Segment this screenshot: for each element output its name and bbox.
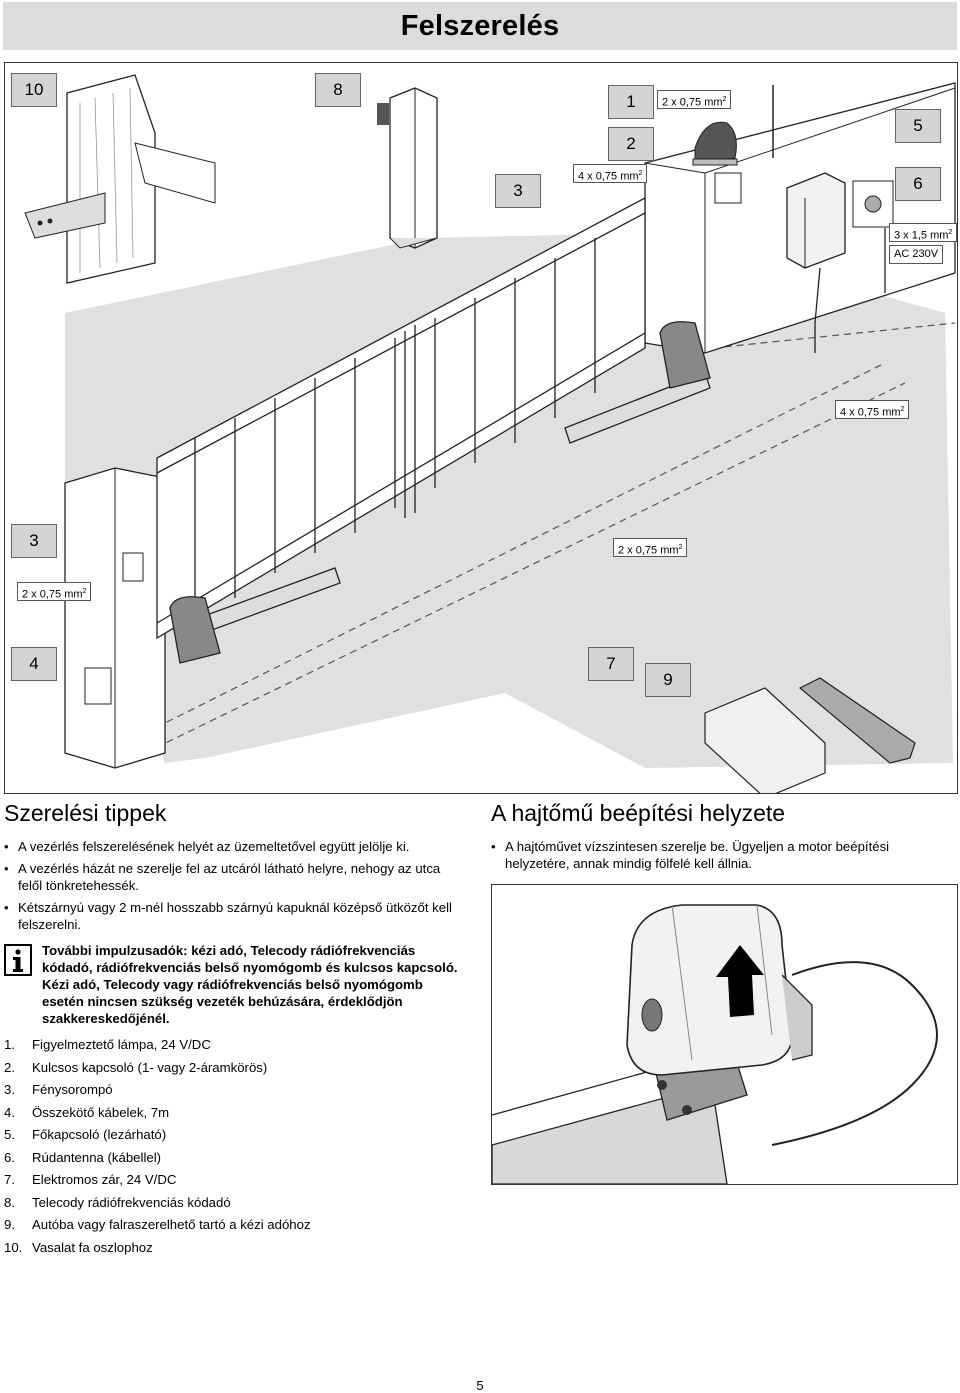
install-title: A hajtőmű beépítési helyzete <box>491 800 786 826</box>
list-item: 6.Rúdantenna (kábellel) <box>4 1149 162 1165</box>
gate-leaf-icon <box>156 196 646 640</box>
ground-area <box>65 233 953 768</box>
gate-drive-icon <box>169 321 711 664</box>
key-switch-icon <box>714 172 742 204</box>
list-item: A hajtóművet vízszintesen szerelje be. Ü… <box>491 838 931 872</box>
left-pillar-icon <box>64 467 166 769</box>
list-item: 9.Autóba vagy falraszerelhető tartó a ké… <box>4 1217 311 1232</box>
info-text: További impulzusadók: kézi adó, Telecody… <box>42 943 458 1026</box>
installation-illustration: 10 8 1 2 3 5 6 3 4 7 9 2 x 0,75 mm2 4 x … <box>4 62 958 794</box>
info-icon <box>4 944 32 976</box>
callout-5: 5 <box>895 109 941 143</box>
up-arrow-icon <box>716 945 764 1017</box>
wire-label-7: 2 x 0,75 mm2 <box>17 582 92 601</box>
control-box-icon <box>786 172 846 269</box>
wire-label-3: 3 x 1,5 mm2 <box>889 223 958 242</box>
tips-title: Szerelési tippek <box>4 800 167 826</box>
legend-list: 1.Figyelmeztető lámpa, 24 V/DC 2.Kulcsos… <box>4 1034 311 1259</box>
gate-drawing <box>24 74 956 793</box>
photocell-icon <box>122 552 144 582</box>
callout-3b: 3 <box>11 524 57 558</box>
list-item: 8.Telecody rádiófrekvenciás kódadó <box>4 1194 231 1210</box>
callout-2: 2 <box>608 127 654 161</box>
list-item: 2.Kulcsos kapcsoló (1- vagy 2-áramkörös) <box>4 1059 268 1075</box>
callout-6: 6 <box>895 167 941 201</box>
tips-list: A vezérlés felszerelésének helyét az üze… <box>4 838 464 938</box>
list-item: A vezérlés házát ne szerelje fel az utcá… <box>4 860 464 894</box>
wire-label-5: 4 x 0,75 mm2 <box>835 400 910 419</box>
remote-holder-icon <box>704 677 916 793</box>
wire-label-4: AC 230V <box>889 245 944 264</box>
callout-4: 4 <box>11 647 57 681</box>
list-item: 5.Főkapcsoló (lezárható) <box>4 1127 167 1142</box>
list-item: A vezérlés felszerelésének helyét az üze… <box>4 838 464 855</box>
cable-path-line <box>144 382 906 754</box>
motor-drawing <box>491 904 938 1185</box>
motor-position-illustration <box>491 884 958 1185</box>
main-switch-icon <box>852 180 894 228</box>
list-item: Kétszárnyú vagy 2 m-nél hosszabb szárnyú… <box>4 899 464 933</box>
callout-8: 8 <box>315 73 361 107</box>
warning-lamp-icon <box>692 121 738 166</box>
install-list: A hajtóművet vízszintesen szerelje be. Ü… <box>491 838 931 877</box>
page-title: Felszerelés <box>400 9 560 42</box>
callout-7: 7 <box>588 647 634 681</box>
wire-label-1: 2 x 0,75 mm2 <box>657 90 732 109</box>
junction-box-icon <box>84 667 112 705</box>
callout-10: 10 <box>11 73 57 107</box>
list-item: 10.Vasalat fa oszlophoz <box>4 1239 153 1255</box>
callout-3: 3 <box>495 174 541 208</box>
callout-1: 1 <box>608 85 654 119</box>
page-number: 5 <box>476 1378 484 1393</box>
page-header: Felszerelés <box>3 2 957 50</box>
list-item: 4.Összekötő kábelek, 7m <box>4 1104 170 1120</box>
callout-9: 9 <box>645 663 691 697</box>
keypad-pillar-icon <box>377 87 438 249</box>
list-item: 7.Elektromos zár, 24 V/DC <box>4 1172 177 1187</box>
wooden-post-icon <box>24 74 216 284</box>
list-item: 1.Figyelmeztető lámpa, 24 V/DC <box>4 1037 211 1052</box>
wire-label-2: 4 x 0,75 mm2 <box>573 164 648 183</box>
wire-label-6: 2 x 0,75 mm2 <box>613 538 688 557</box>
list-item: 3.Fénysorompó <box>4 1082 113 1097</box>
